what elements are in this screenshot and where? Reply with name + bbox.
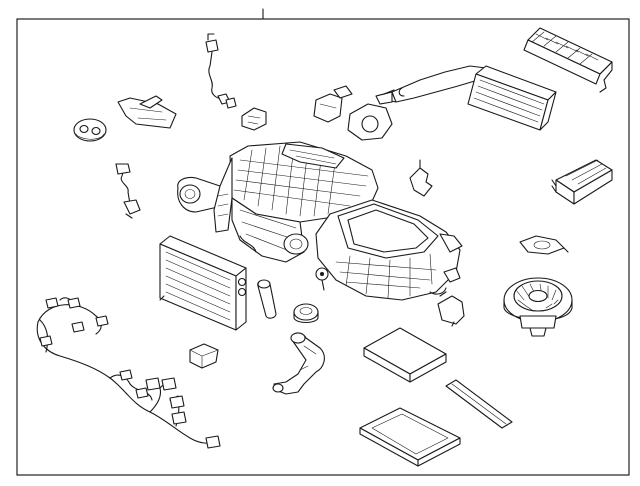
actuator-gear[interactable] <box>519 235 569 255</box>
evaporator-drain-tube[interactable] <box>272 332 325 395</box>
hvac-case-assembly[interactable] <box>177 141 463 301</box>
actuator-motor[interactable] <box>313 85 353 123</box>
filter-cover[interactable] <box>359 407 461 467</box>
clip[interactable] <box>241 107 267 131</box>
blower-resistor[interactable] <box>551 159 613 205</box>
bracket-duct[interactable] <box>117 95 177 129</box>
drain-hose[interactable] <box>257 279 277 319</box>
blower-motor[interactable] <box>503 277 573 337</box>
sensor-wire-connector[interactable] <box>205 33 237 109</box>
wiring-harness[interactable] <box>36 297 221 449</box>
pipe-grommet[interactable] <box>73 118 107 142</box>
cabin-filter-frame[interactable] <box>523 27 613 93</box>
grommet[interactable] <box>293 303 319 324</box>
mode-actuator[interactable] <box>347 89 395 141</box>
plug-cap[interactable] <box>189 343 219 369</box>
diagram-frame <box>16 18 630 476</box>
foam-seal[interactable] <box>445 379 513 429</box>
mounting-bracket[interactable] <box>437 291 465 327</box>
cabin-air-filter[interactable] <box>363 327 447 383</box>
heater-core[interactable] <box>159 235 247 331</box>
small-bracket[interactable] <box>409 159 433 197</box>
temperature-sensor[interactable] <box>115 163 141 219</box>
heater-core-pipe-assembly[interactable] <box>383 65 557 131</box>
